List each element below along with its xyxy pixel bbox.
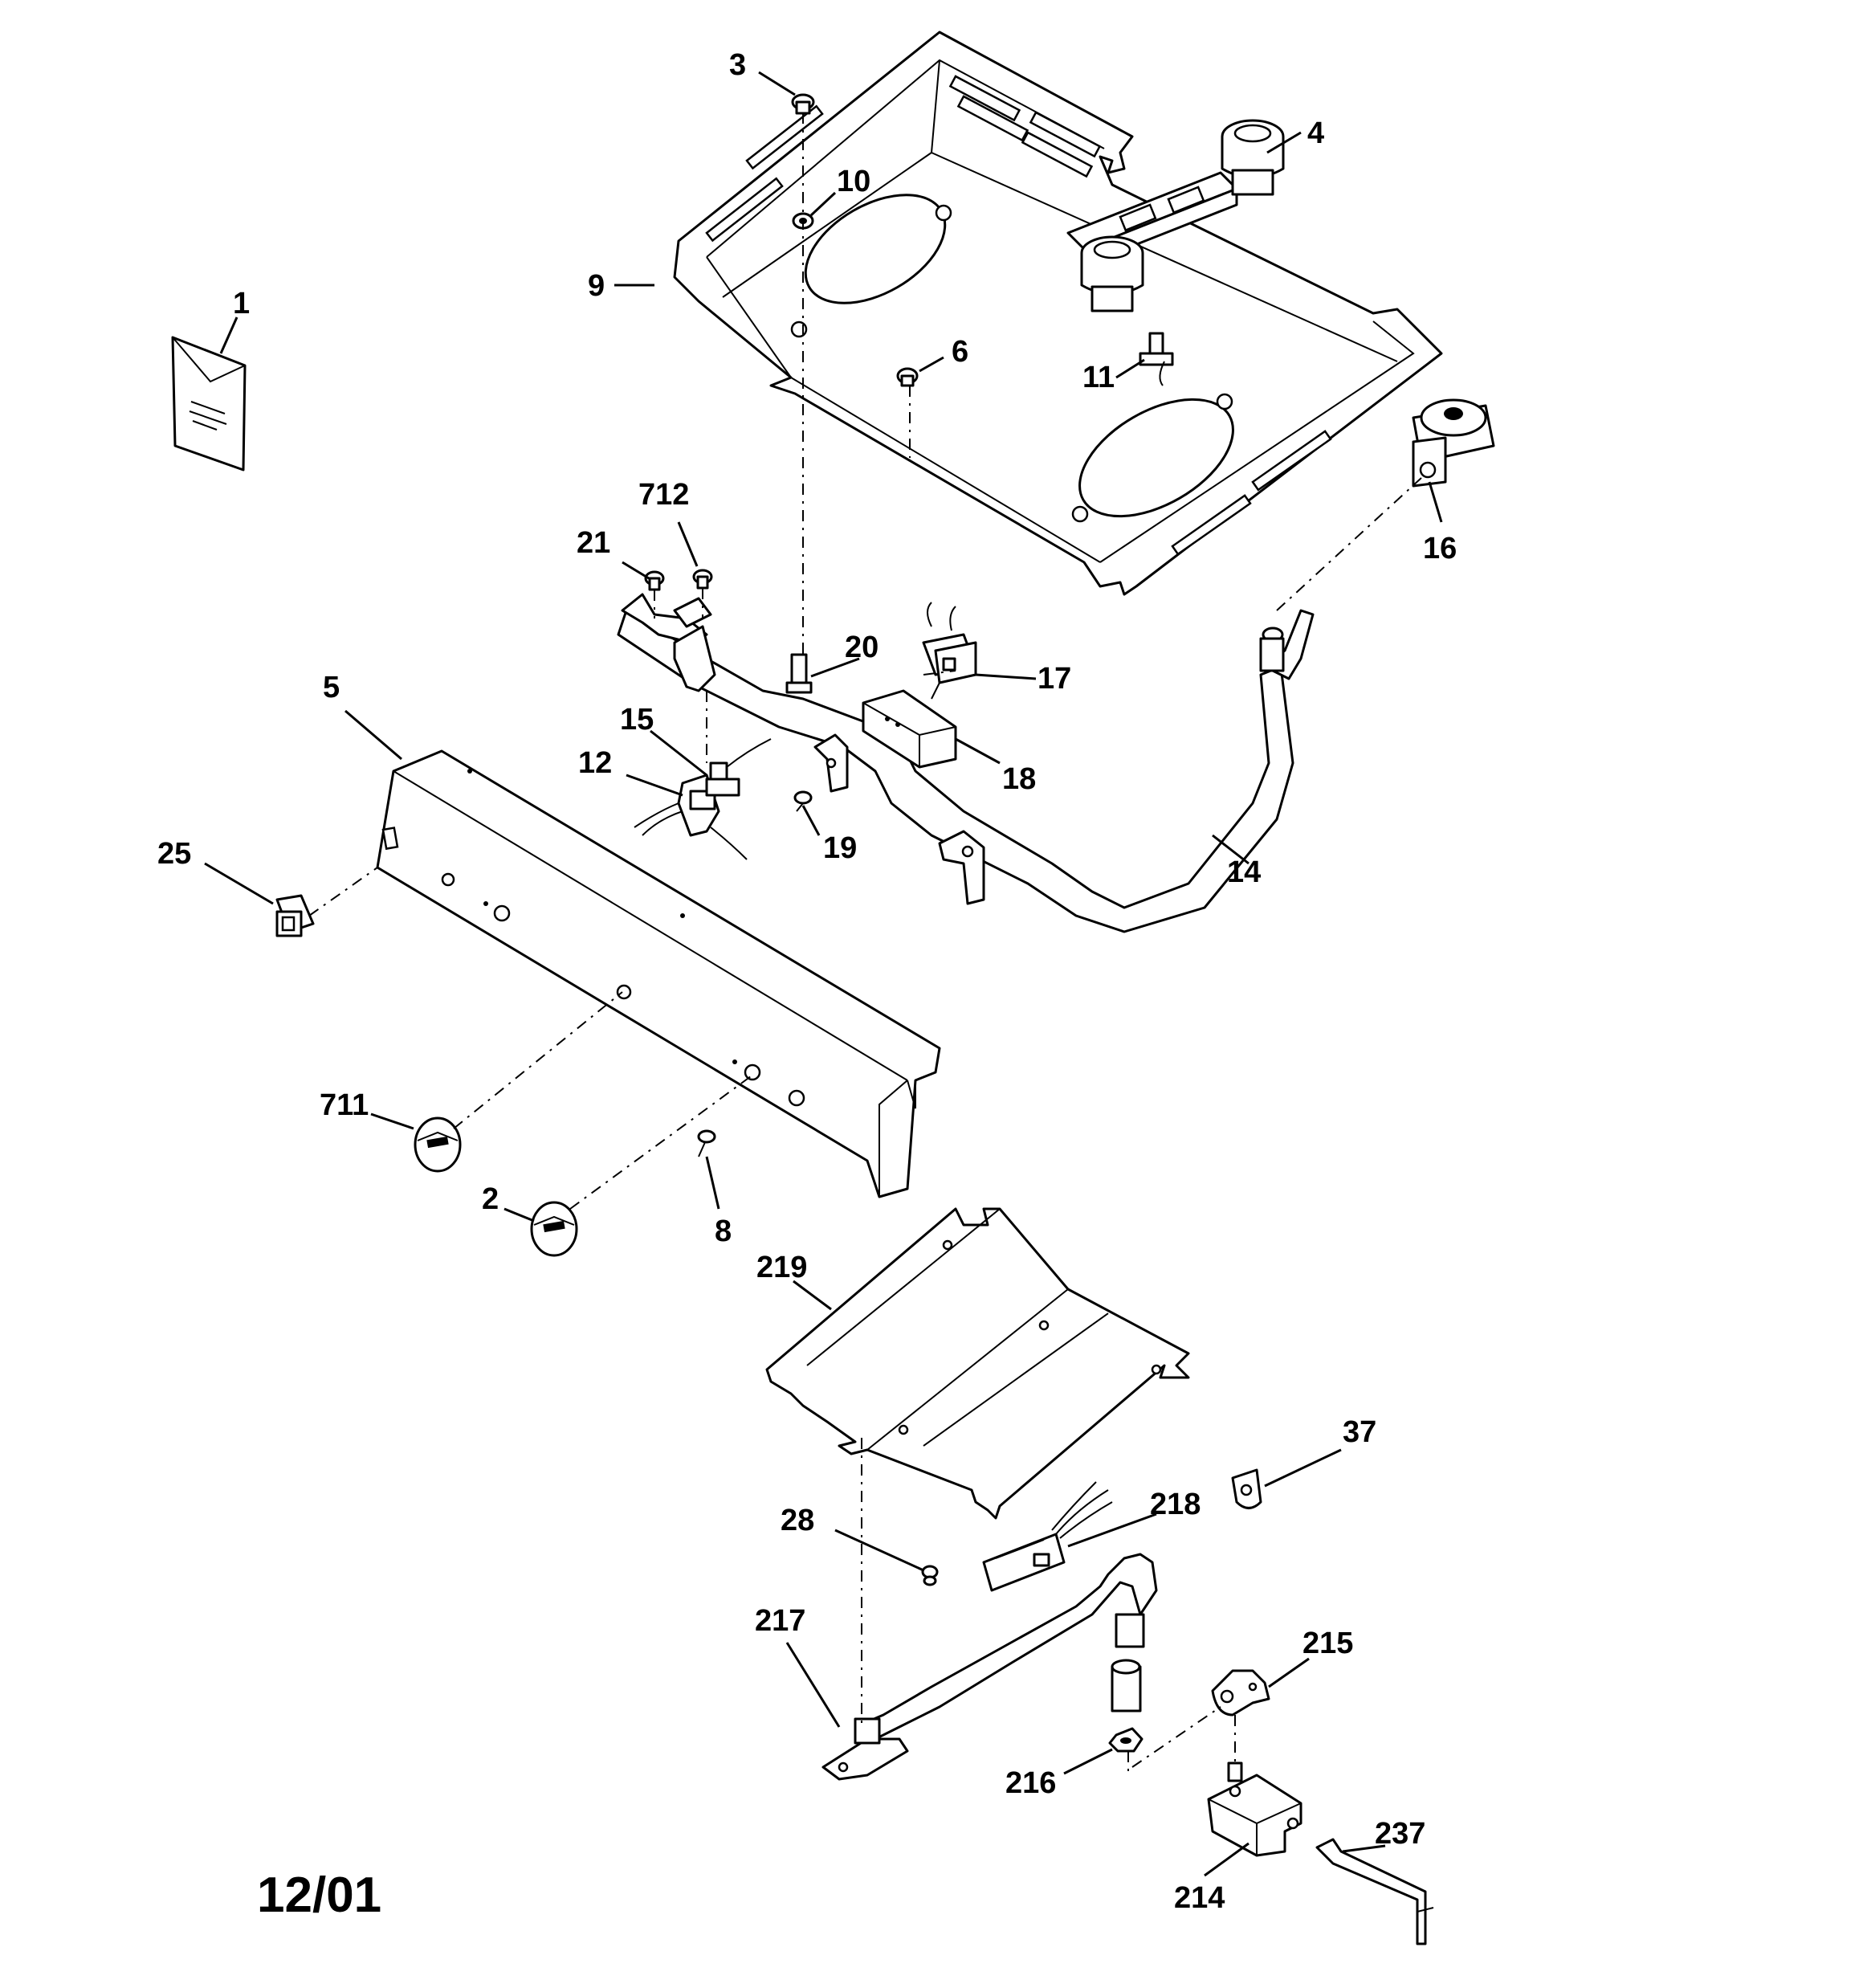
part-237-tube xyxy=(1315,1838,1434,1945)
label-part-17: 17 xyxy=(1037,662,1071,696)
label-part-11: 11 xyxy=(1082,361,1115,394)
alignment-lines xyxy=(308,112,1422,1775)
label-part-10: 10 xyxy=(837,165,870,198)
part-711-knob xyxy=(414,1116,462,1173)
label-part-15: 15 xyxy=(620,703,654,737)
label-part-237: 237 xyxy=(1375,1817,1425,1851)
part-5-control-panel xyxy=(376,749,941,1198)
part-labels: 1 2 3 4 5 6 8 9 10 11 12 14 15 16 17 18 … xyxy=(157,48,1457,1915)
part-2-knob xyxy=(530,1201,578,1257)
part-25-rocker-switch xyxy=(275,894,315,937)
part-6-screw xyxy=(896,367,919,387)
label-part-12: 12 xyxy=(578,746,612,780)
part-14-manifold xyxy=(617,593,1315,933)
label-part-3: 3 xyxy=(729,48,746,82)
part-1-envelope xyxy=(171,336,247,471)
label-part-219: 219 xyxy=(756,1251,807,1284)
part-219-plate xyxy=(765,1207,1190,1520)
part-216-sleeve xyxy=(1111,1659,1142,1712)
part-8-screw xyxy=(697,1129,716,1157)
label-part-217: 217 xyxy=(755,1604,805,1638)
part-11-electrode xyxy=(1139,332,1174,386)
label-part-1: 1 xyxy=(233,287,250,320)
part-4-burner-heads xyxy=(1066,119,1285,312)
part-37-spacer xyxy=(1231,1468,1262,1509)
part-28-screw xyxy=(921,1565,939,1586)
label-part-5: 5 xyxy=(323,671,340,704)
leader-lines xyxy=(204,71,1443,1877)
label-part-28: 28 xyxy=(781,1504,814,1537)
label-part-711: 711 xyxy=(320,1088,369,1122)
label-part-37: 37 xyxy=(1343,1415,1376,1449)
label-part-21: 21 xyxy=(577,526,610,560)
label-part-216: 216 xyxy=(1005,1766,1056,1800)
label-part-20: 20 xyxy=(845,631,879,664)
label-part-18: 18 xyxy=(1002,762,1036,796)
label-part-214: 214 xyxy=(1174,1881,1225,1915)
part-15-switch xyxy=(705,738,772,797)
label-part-19: 19 xyxy=(823,831,857,865)
part-17-valve xyxy=(922,602,977,700)
label-part-25: 25 xyxy=(157,837,191,871)
label-part-14: 14 xyxy=(1227,855,1261,889)
label-part-8: 8 xyxy=(715,1214,732,1248)
label-part-218: 218 xyxy=(1150,1488,1201,1521)
label-part-215: 215 xyxy=(1302,1627,1353,1660)
label-part-6: 6 xyxy=(952,335,968,369)
part-20-orifice xyxy=(785,653,813,694)
part-16-regulator xyxy=(1412,398,1495,488)
label-part-712: 712 xyxy=(638,478,689,512)
part-18-module xyxy=(862,689,957,769)
date-code: 12/01 xyxy=(257,1868,381,1923)
part-19-screw xyxy=(793,790,813,812)
part-21-screw xyxy=(644,570,665,591)
label-part-4: 4 xyxy=(1307,116,1324,150)
part-9-burner-box xyxy=(673,31,1443,596)
part-712-screw xyxy=(692,569,713,590)
part-215-bracket xyxy=(1211,1669,1270,1717)
part-214-valve xyxy=(1207,1761,1302,1857)
label-part-9: 9 xyxy=(588,269,605,303)
part-218-igniter xyxy=(982,1481,1113,1592)
part-3-screw xyxy=(791,93,815,115)
part-217-broil-burner xyxy=(821,1553,1158,1781)
part-216-nut xyxy=(1108,1727,1143,1753)
label-part-2: 2 xyxy=(482,1182,499,1216)
label-part-16: 16 xyxy=(1423,532,1457,565)
